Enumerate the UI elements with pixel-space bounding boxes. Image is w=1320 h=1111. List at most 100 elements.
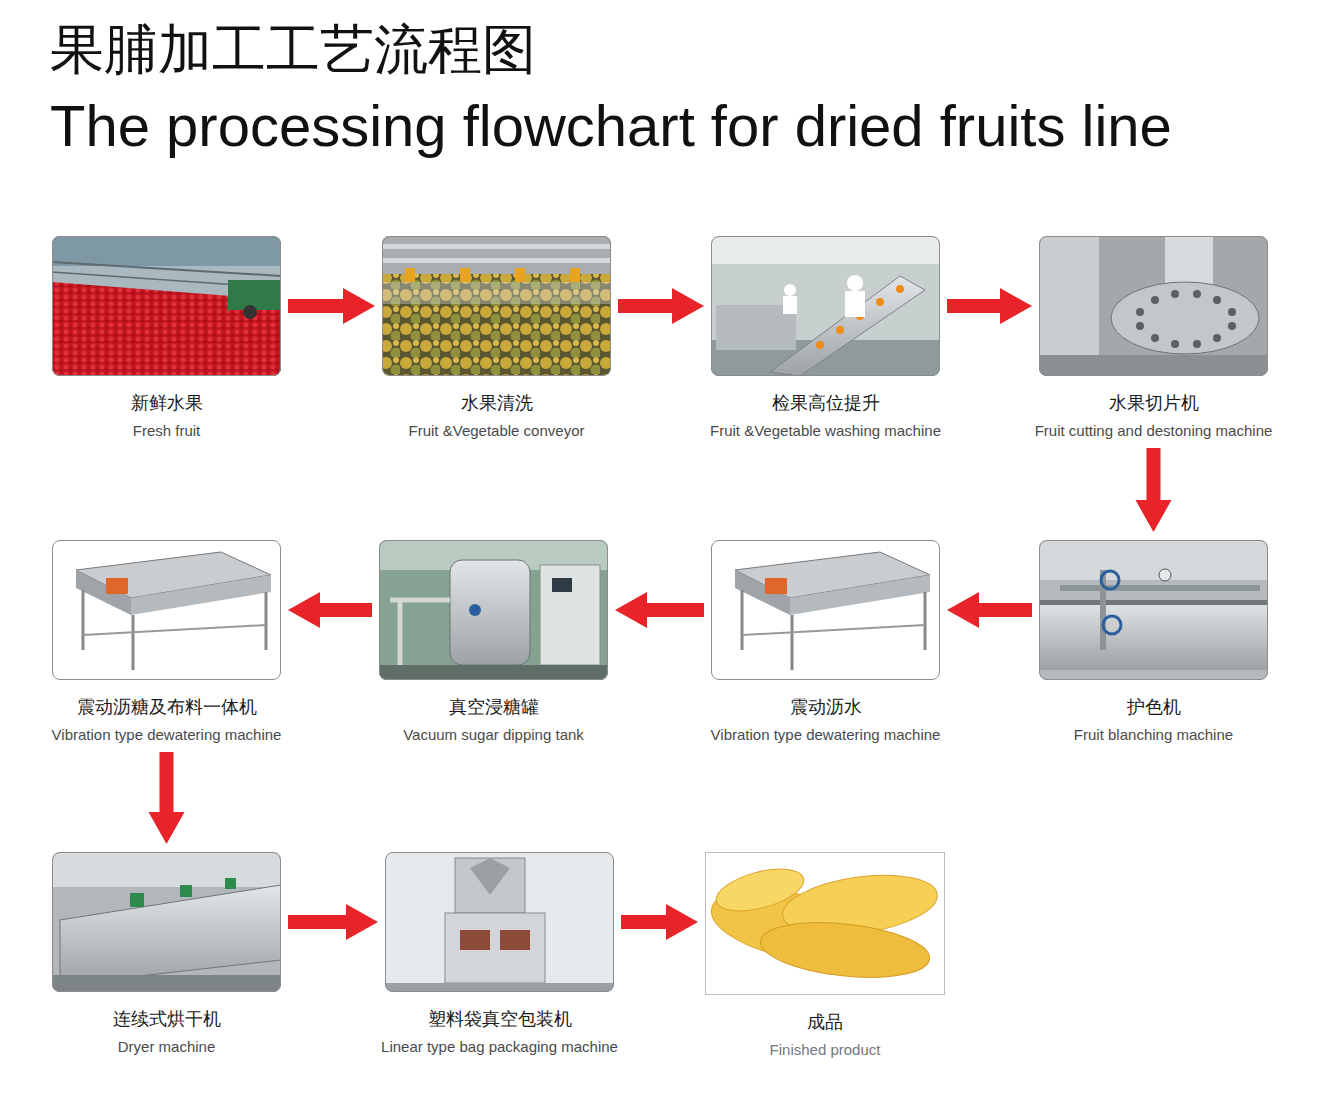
dried-mango-photo (705, 852, 945, 995)
caption-block: 塑料袋真空包装机Linear type bag packaging machin… (330, 992, 670, 1058)
elevator-photo-part (711, 236, 940, 264)
photo-frame (1039, 236, 1268, 376)
elevator-photo-part (896, 285, 904, 293)
elevator-photo-part (847, 275, 863, 291)
cutting-photo-part (1171, 290, 1179, 298)
photo-frame (52, 852, 281, 992)
dryer-photo-part (60, 885, 281, 985)
dryer-photo-part (52, 975, 281, 992)
process-step: 护色机Fruit blanching machine (1039, 540, 1268, 680)
photo-frame (711, 540, 940, 680)
blanching-photo-part (1039, 600, 1268, 605)
cutting-photo-part (1151, 296, 1159, 304)
elevator-photo-part (770, 276, 925, 376)
fresh-fruit-photo-part (243, 305, 257, 319)
step-name-zh: 新鲜水果 (0, 391, 337, 415)
flow-arrow (618, 288, 704, 324)
vibration-screen-photo-part (106, 578, 128, 594)
flow-arrow (288, 904, 378, 940)
cutting-photo-part (1228, 322, 1236, 330)
photo-frame (382, 236, 611, 376)
cutting-photo-part (1039, 236, 1268, 376)
step-name-zh: 连续式烘干机 (0, 1007, 337, 1031)
vacuum-tank-photo-part (540, 565, 600, 665)
blanching-photo-part (1159, 569, 1171, 581)
caption-block: 护色机Fruit blanching machine (984, 680, 1320, 746)
flow-arrow (621, 904, 698, 940)
dryer-photo-part (52, 852, 281, 887)
vacuum-tank-photo-part (552, 578, 572, 592)
elevator-photo-part (783, 296, 797, 314)
vibration-screen-photo-part (924, 592, 927, 650)
caption-block: 真空浸糖罐Vacuum sugar dipping tank (324, 680, 664, 746)
photo-frame (52, 236, 281, 376)
flow-arrow (288, 592, 372, 628)
step-name-zh: 水果切片机 (984, 391, 1320, 415)
cutting-photo-part (1193, 340, 1201, 348)
washing-photo-part (405, 268, 415, 282)
caption-block: 检果高位提升Fruit &Vegetable washing machine (656, 376, 996, 442)
cutting-photo-part (1151, 334, 1159, 342)
washing-photo-part (382, 244, 611, 249)
vibration-screen-photo-part (265, 592, 268, 650)
flow-arrow (288, 288, 375, 324)
packaging-photo-part (455, 858, 525, 913)
vacuum-tank-photo (379, 540, 608, 680)
vibration-screen-photo-part (83, 625, 266, 635)
vibration-screen-photo-part (791, 615, 794, 670)
blanching-photo-part (1039, 600, 1268, 670)
step-name-zh: 水果清洗 (327, 391, 667, 415)
vibration-screen-photo (711, 540, 940, 680)
flow-arrow (947, 288, 1032, 324)
elevator-photo-part (836, 326, 844, 334)
process-step: 新鲜水果Fresh fruit (52, 236, 281, 376)
process-step: 水果切片机Fruit cutting and destoning machine (1039, 236, 1268, 376)
blanching-photo-part (1039, 540, 1268, 580)
vibration-screen-photo-part (132, 615, 135, 670)
step-name-en: Vacuum sugar dipping tank (324, 724, 664, 746)
photo-frame (379, 540, 608, 680)
cutting-photo-part (1111, 282, 1259, 354)
process-step: 真空浸糖罐Vacuum sugar dipping tank (379, 540, 608, 680)
vibration-screen-photo-part (790, 575, 930, 615)
cutting-photo-part (1228, 308, 1236, 316)
dryer-photo (52, 852, 281, 992)
fresh-fruit-photo (52, 236, 281, 376)
vacuum-tank-photo-part (398, 600, 403, 670)
cutting-photo (1039, 236, 1268, 376)
process-step: 水果清洗Fruit &Vegetable conveyor (382, 236, 611, 376)
dried-mango-photo-part (705, 852, 945, 995)
vibration-screen-photo-part (741, 590, 744, 650)
step-name-zh: 成品 (655, 1010, 995, 1034)
cutting-photo-part (1136, 322, 1144, 330)
subtitle: The processing flowchart for dried fruit… (50, 94, 1172, 158)
washing-photo (382, 236, 611, 376)
cutting-photo-part (1193, 290, 1201, 298)
process-step: 震动沥糖及布料一体机Vibration type dewatering mach… (52, 540, 281, 680)
washing-photo-part (382, 258, 611, 263)
fresh-fruit-photo-part (52, 236, 281, 376)
washing-photo-part (460, 268, 470, 282)
elevator-photo-part (784, 284, 796, 296)
cutting-photo-part (1039, 355, 1268, 376)
step-name-en: Finished product (655, 1039, 995, 1061)
flow-arrow (947, 592, 1032, 628)
elevator-photo-part (816, 341, 824, 349)
vacuum-tank-photo-part (469, 604, 481, 616)
step-name-en: Fruit cutting and destoning machine (984, 420, 1320, 442)
vibration-screen-photo-part (765, 578, 787, 594)
vibration-screen-photo-part (742, 625, 925, 635)
process-step: 成品Finished product (705, 852, 945, 995)
washing-photo-part (515, 268, 525, 282)
step-name-en: Fruit &Vegetable conveyor (327, 420, 667, 442)
step-name-zh: 塑料袋真空包装机 (330, 1007, 670, 1031)
flow-arrow (149, 752, 185, 844)
process-step: 检果高位提升Fruit &Vegetable washing machine (711, 236, 940, 376)
washing-photo-part (382, 282, 611, 304)
dried-mango-photo-part (712, 861, 808, 919)
elevator-photo-part (876, 298, 884, 306)
photo-frame (705, 852, 945, 995)
flow-arrow (1136, 448, 1172, 532)
cutting-photo-part (1213, 296, 1221, 304)
